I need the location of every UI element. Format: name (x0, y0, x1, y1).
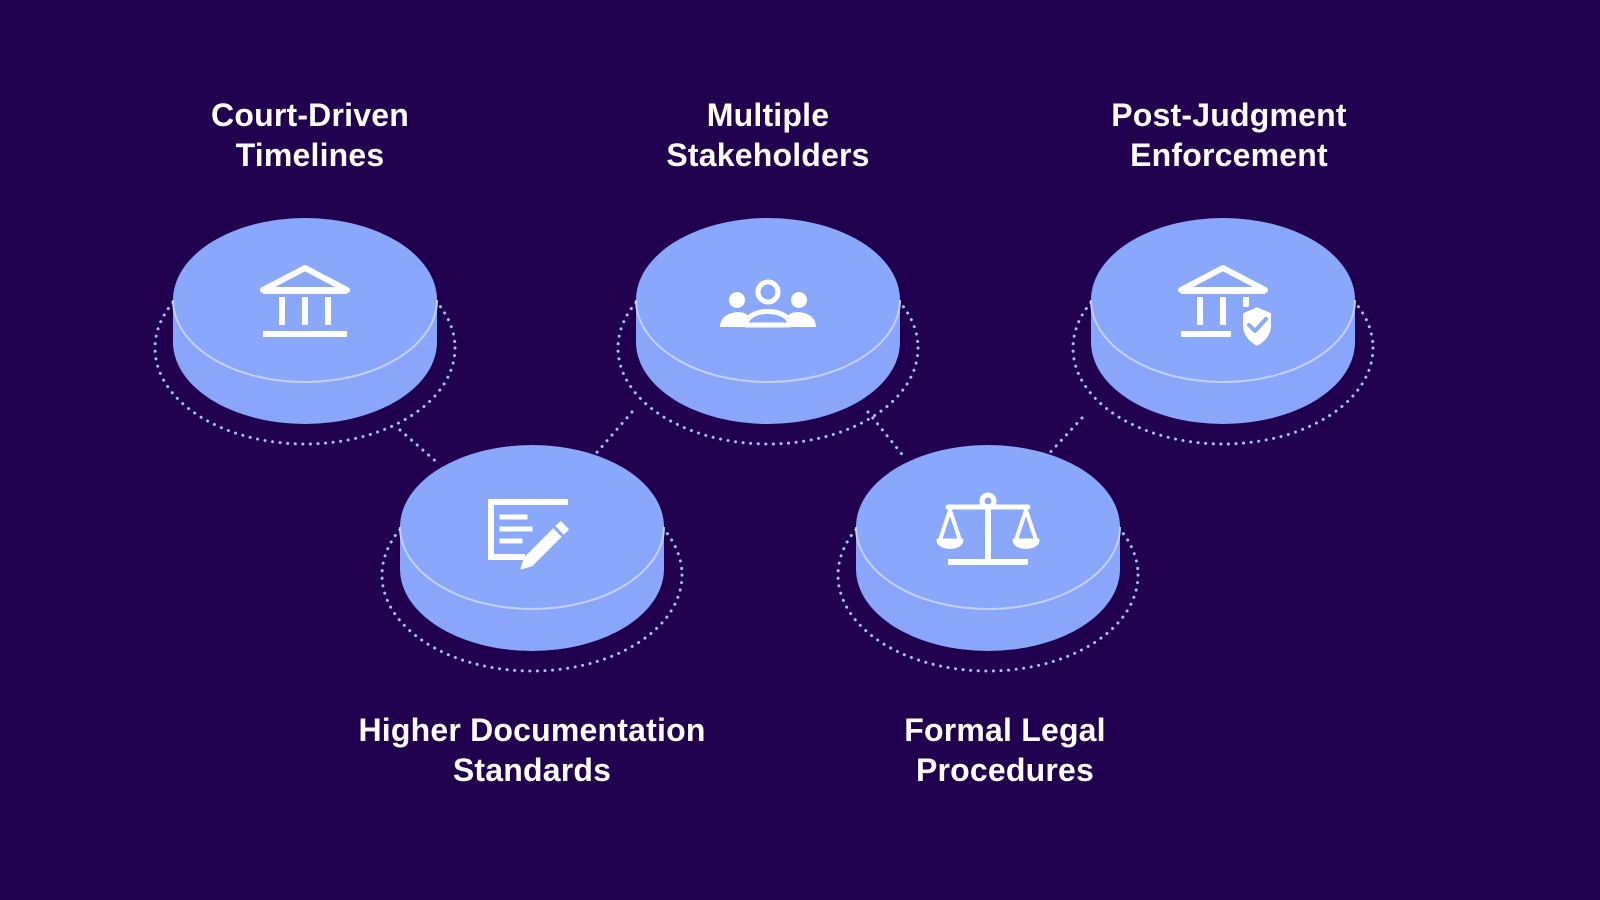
connector-line (1043, 416, 1084, 460)
disc-rim (635, 299, 901, 383)
disc-rim (172, 299, 438, 383)
courthouse-icon (260, 265, 350, 337)
label-multiple-stakeholders: Multiple Stakeholders (666, 97, 870, 173)
disc-rim (1090, 299, 1356, 383)
connector-line (866, 410, 907, 460)
node-multiple-stakeholders (598, 200, 938, 480)
label-court-driven-timelines: Court-Driven Timelines (211, 97, 409, 173)
node-formal-legal-procedures (818, 427, 1158, 707)
people-group-icon (720, 279, 816, 328)
label-formal-legal-procedures: Formal Legal Procedures (904, 712, 1106, 788)
scales-of-justice-icon (936, 492, 1040, 565)
label-post-judgment-enforcement: Post-Judgment Enforcement (1111, 97, 1347, 173)
connector-line (398, 428, 442, 467)
connector-line (590, 410, 634, 460)
label-higher-documentation-standards: Higher Documentation Standards (358, 712, 706, 788)
document-edit-icon (488, 499, 570, 570)
node-post-judgment-enforcement (1053, 200, 1393, 480)
node-court-driven-timelines (135, 200, 475, 480)
disc-formal-legal-procedures (836, 445, 1140, 673)
disc-rim (855, 526, 1121, 610)
disc-rim (399, 526, 665, 610)
node-higher-documentation-standards (362, 427, 702, 707)
courthouse-shield-icon (1178, 265, 1275, 350)
